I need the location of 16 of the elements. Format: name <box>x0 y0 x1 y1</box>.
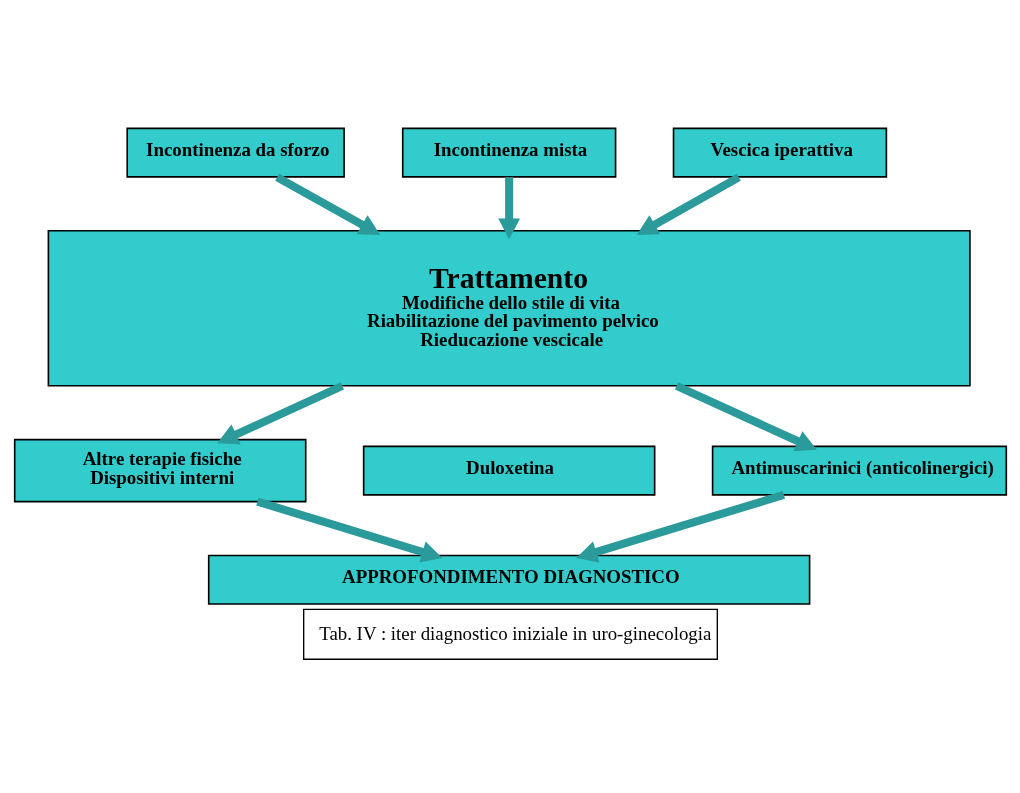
arrow <box>274 173 380 235</box>
node-box: Vescica iperattiva <box>672 127 887 178</box>
node-box: APPROFONDIMENTO DIAGNOSTICO <box>207 554 810 605</box>
node-box: Duloxetina <box>362 445 655 496</box>
caption: Tab. IV : iter diagnostico iniziale in uro-ginecologia <box>318 622 711 644</box>
arrow <box>636 173 741 235</box>
node-box: Incontinenza da sforzo <box>125 127 345 178</box>
arrow <box>575 491 785 563</box>
node-box: Altre terapie fisiche Dispositivi interni <box>13 438 306 503</box>
arrow <box>255 497 442 563</box>
node-box: Antimuscarinici (anticolinergici) <box>711 445 1007 496</box>
arrow <box>674 382 817 452</box>
arrow <box>497 177 520 240</box>
arrow <box>216 382 344 445</box>
node-box: Trattamento Modifiche dello stile di vita Riabilitazione del pavimento pelvico Rieducazione vescicale <box>47 229 971 387</box>
node-box: Incontinenza mista <box>401 127 616 178</box>
